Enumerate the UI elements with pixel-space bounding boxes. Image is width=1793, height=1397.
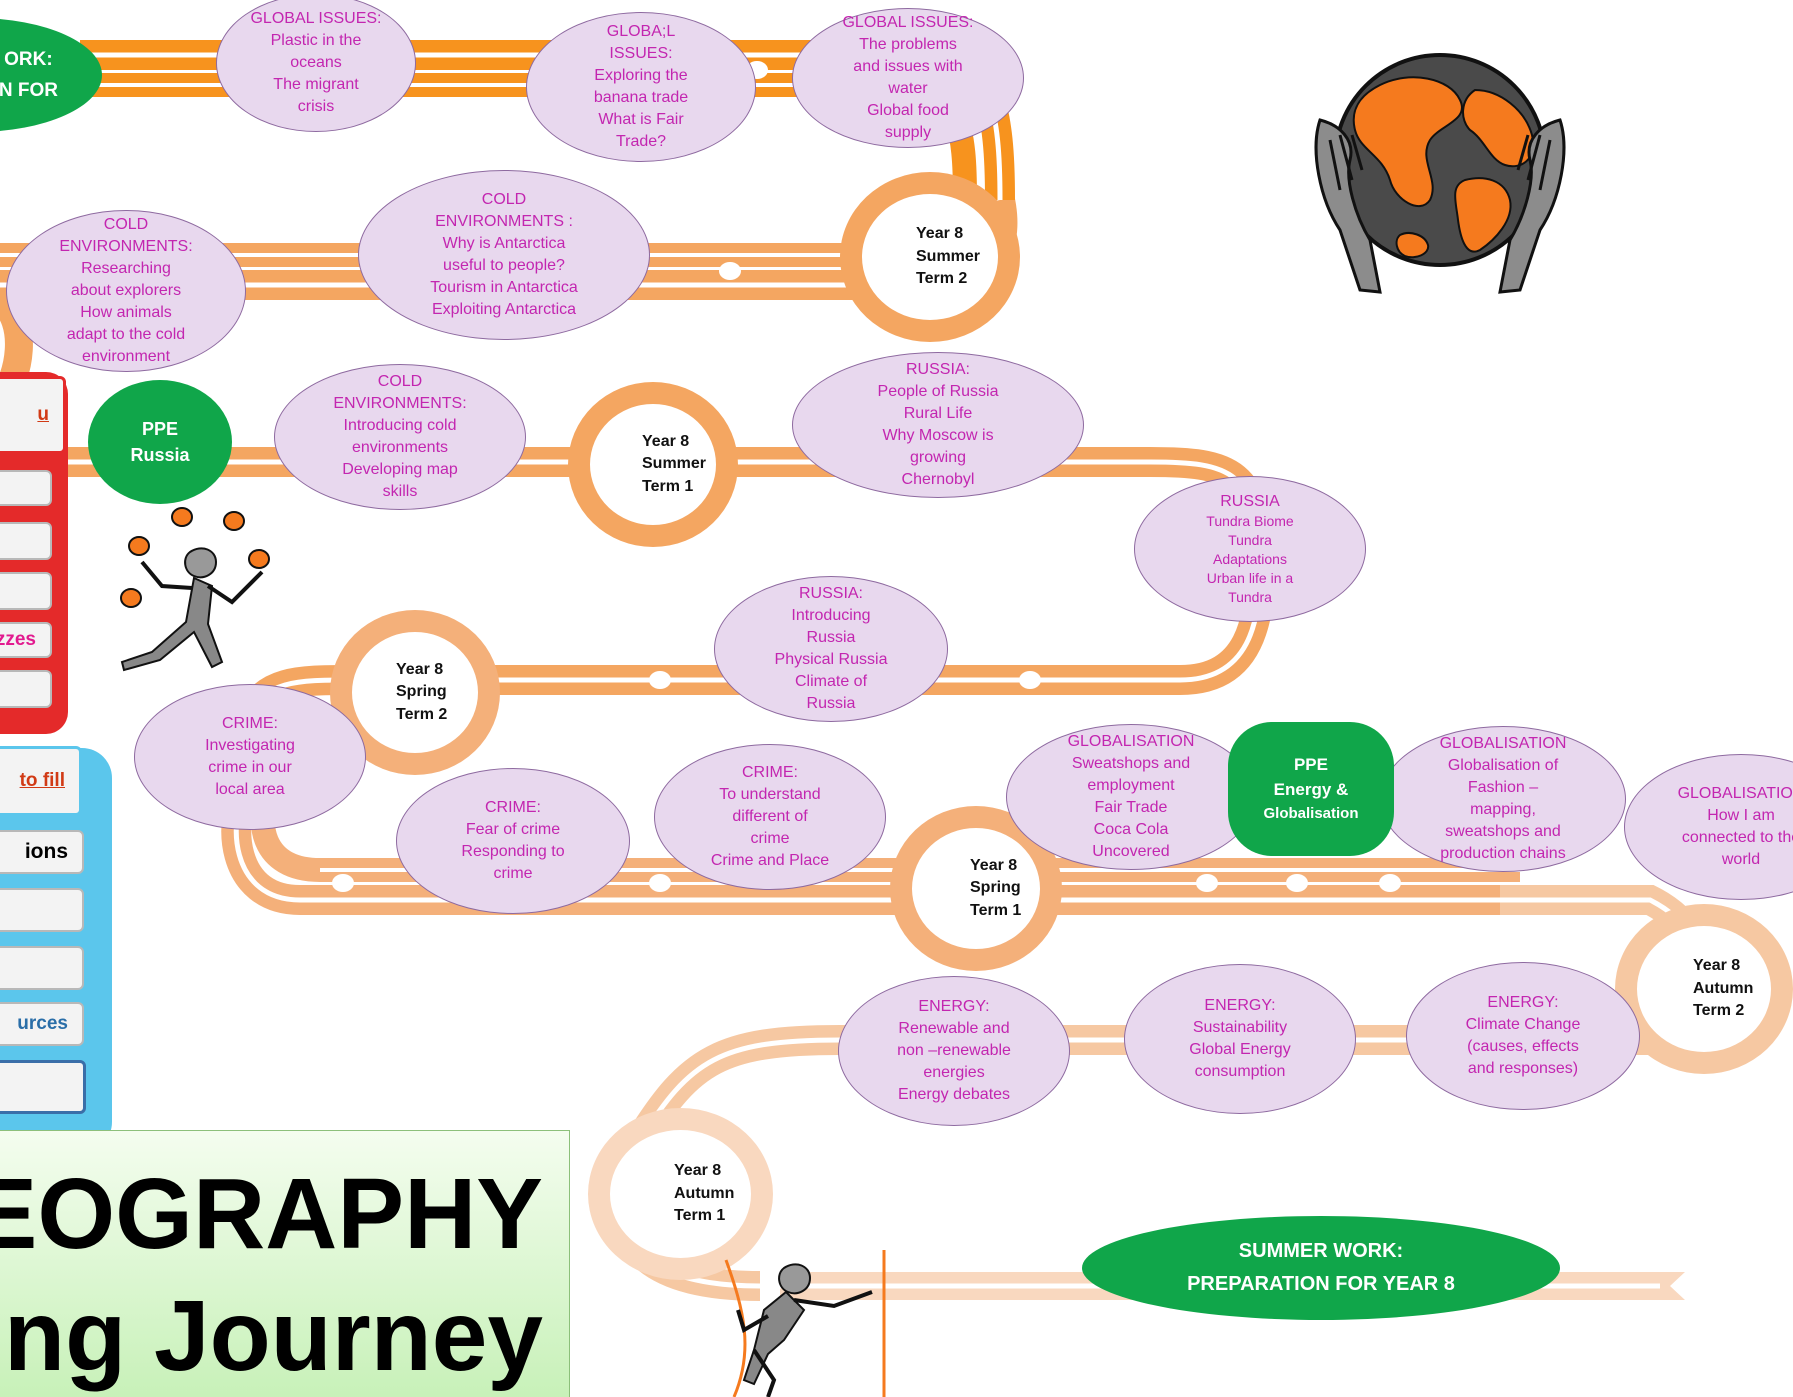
menu-item-blue-2[interactable]: [0, 888, 84, 932]
title-learning-journey: ning Journey: [0, 1280, 543, 1392]
menu-link-to-fill[interactable]: to fill: [0, 746, 82, 816]
menu-item-questions[interactable]: ions: [0, 830, 84, 874]
menu-item-red-2[interactable]: [0, 470, 52, 506]
menu-item-red-4[interactable]: [0, 572, 52, 610]
menu-item-resources[interactable]: urces: [0, 1002, 84, 1046]
menu-item-red-3[interactable]: [0, 522, 52, 560]
climber-icon: [724, 1250, 886, 1397]
menu-item-blue-3[interactable]: [0, 946, 84, 990]
title-geography: GEOGRAPHY: [0, 1158, 543, 1270]
summer-work-preparation-pill: SUMMER WORK:PREPARATION FOR YEAR 8: [1082, 1216, 1560, 1320]
juggler-icon: [120, 507, 270, 672]
title-panel: GEOGRAPHY ning Journey: [0, 1130, 570, 1397]
menu-item-red-6[interactable]: [0, 670, 52, 708]
menu-item-quizzes[interactable]: zzes: [0, 622, 52, 658]
menu-item-blue-5[interactable]: [0, 1060, 86, 1114]
menu-item-red-1[interactable]: u: [0, 376, 66, 454]
globe-in-hands-icon: [1314, 53, 1566, 294]
